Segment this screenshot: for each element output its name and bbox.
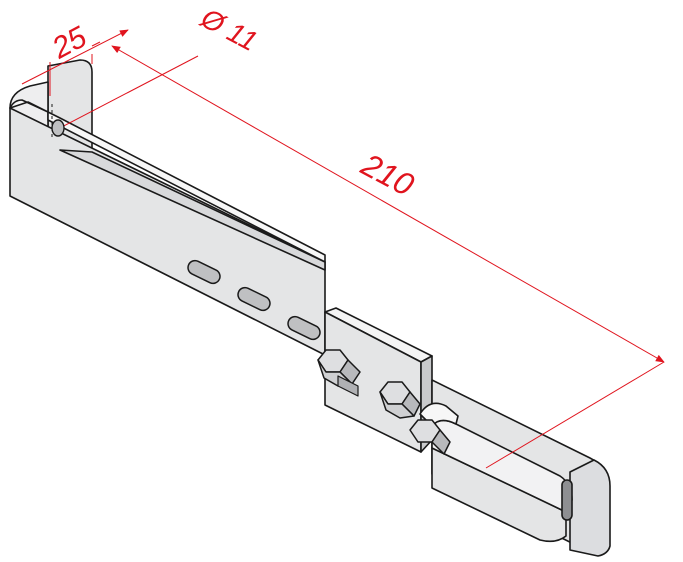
bolts [317,349,451,455]
end-bracket-right-face [569,459,611,557]
bolt-2 [379,381,421,419]
dim-25-line [21,29,129,85]
mounting-hole [51,119,65,137]
dim-hole-leader [55,55,199,131]
end-bracket-u-bottom [431,447,567,543]
dim-210-label: 210 [355,146,420,203]
bolt-3 [409,419,451,455]
long-bracket [9,59,326,356]
dim-hole-label: Ø 11 [195,2,262,57]
end-bracket-slot [561,479,573,521]
slot-plate [337,375,359,397]
dim-25-label: 25 [46,20,92,65]
dim-210-ext-right [485,361,665,469]
dimension-lines [21,29,665,469]
dim-210-ext [91,41,101,47]
dim-210-line [111,45,665,363]
end-bracket [419,379,611,557]
